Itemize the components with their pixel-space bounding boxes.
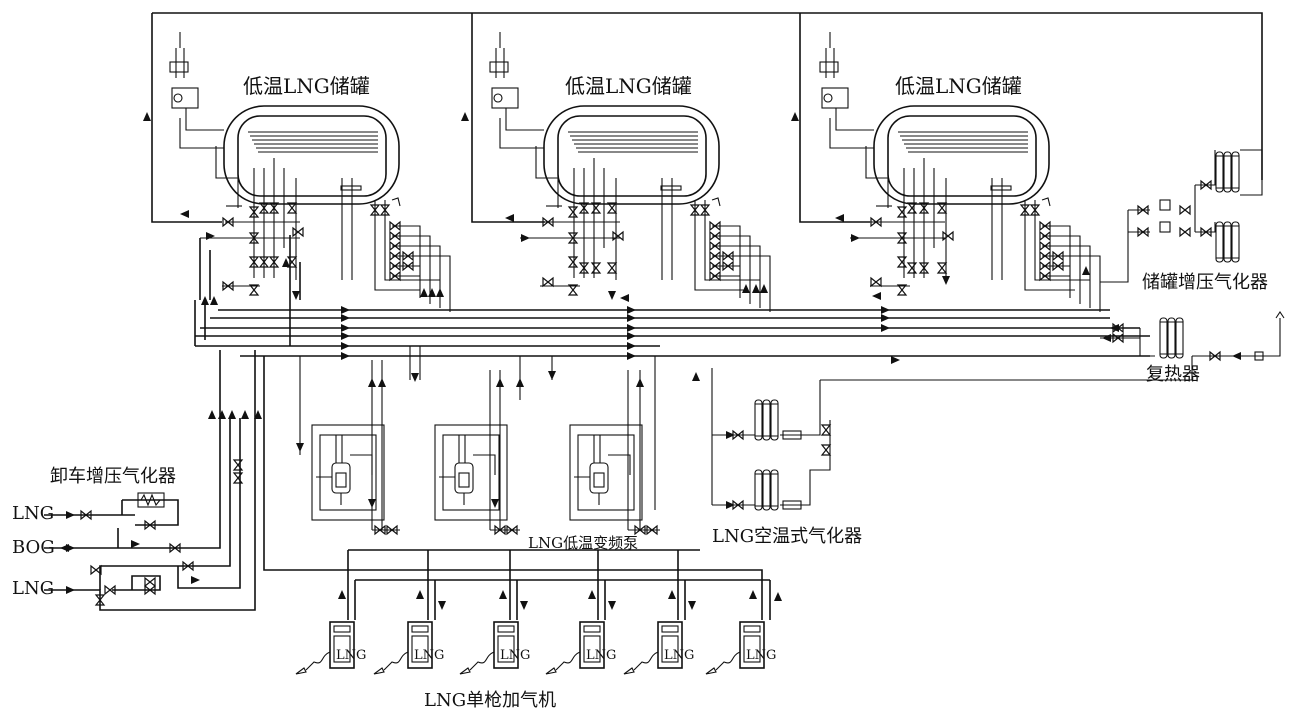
- dispenser-label: LNG单枪加气机: [424, 690, 557, 711]
- ambient-vaporizer-1-icon: [754, 399, 779, 441]
- tank-vaporizer-1-icon: [1215, 151, 1240, 193]
- inlet-lng-bottom-label: LNG: [12, 578, 55, 599]
- pump-skid-3-icon: [569, 424, 643, 521]
- inlet-lng-top-label: LNG: [12, 503, 55, 524]
- reheater-icon: [1159, 317, 1184, 359]
- pump-skid-1-icon: [311, 424, 385, 521]
- tank-1-label: 低温LNG储罐: [243, 74, 370, 98]
- dispenser-6-text: LNG: [746, 648, 777, 663]
- tank-2-label: 低温LNG储罐: [565, 74, 692, 98]
- ambient-vaporizer-2-icon: [754, 469, 779, 511]
- ambient-vaporizer-label: LNG空温式气化器: [712, 526, 863, 547]
- pump-skid-2-icon: [434, 424, 508, 521]
- tank-vaporizer-2-icon: [1215, 221, 1240, 263]
- pump-label: LNG低温变频泵: [528, 534, 639, 552]
- dispenser-1-text: LNG: [336, 648, 367, 663]
- tank-pressurizing-vaporizer-label: 储罐增压气化器: [1142, 272, 1268, 293]
- reheater-label: 复热器: [1146, 364, 1200, 385]
- dispenser-4-text: LNG: [586, 648, 617, 663]
- dispenser-3-text: LNG: [500, 648, 531, 663]
- inlet-bog-label: BOG: [12, 537, 55, 558]
- unloading-pressurizing-vaporizer-label: 卸车增压气化器: [50, 466, 176, 487]
- dispenser-2-text: LNG: [414, 648, 445, 663]
- tank-3-label: 低温LNG储罐: [895, 74, 1022, 98]
- dispenser-5-text: LNG: [664, 648, 695, 663]
